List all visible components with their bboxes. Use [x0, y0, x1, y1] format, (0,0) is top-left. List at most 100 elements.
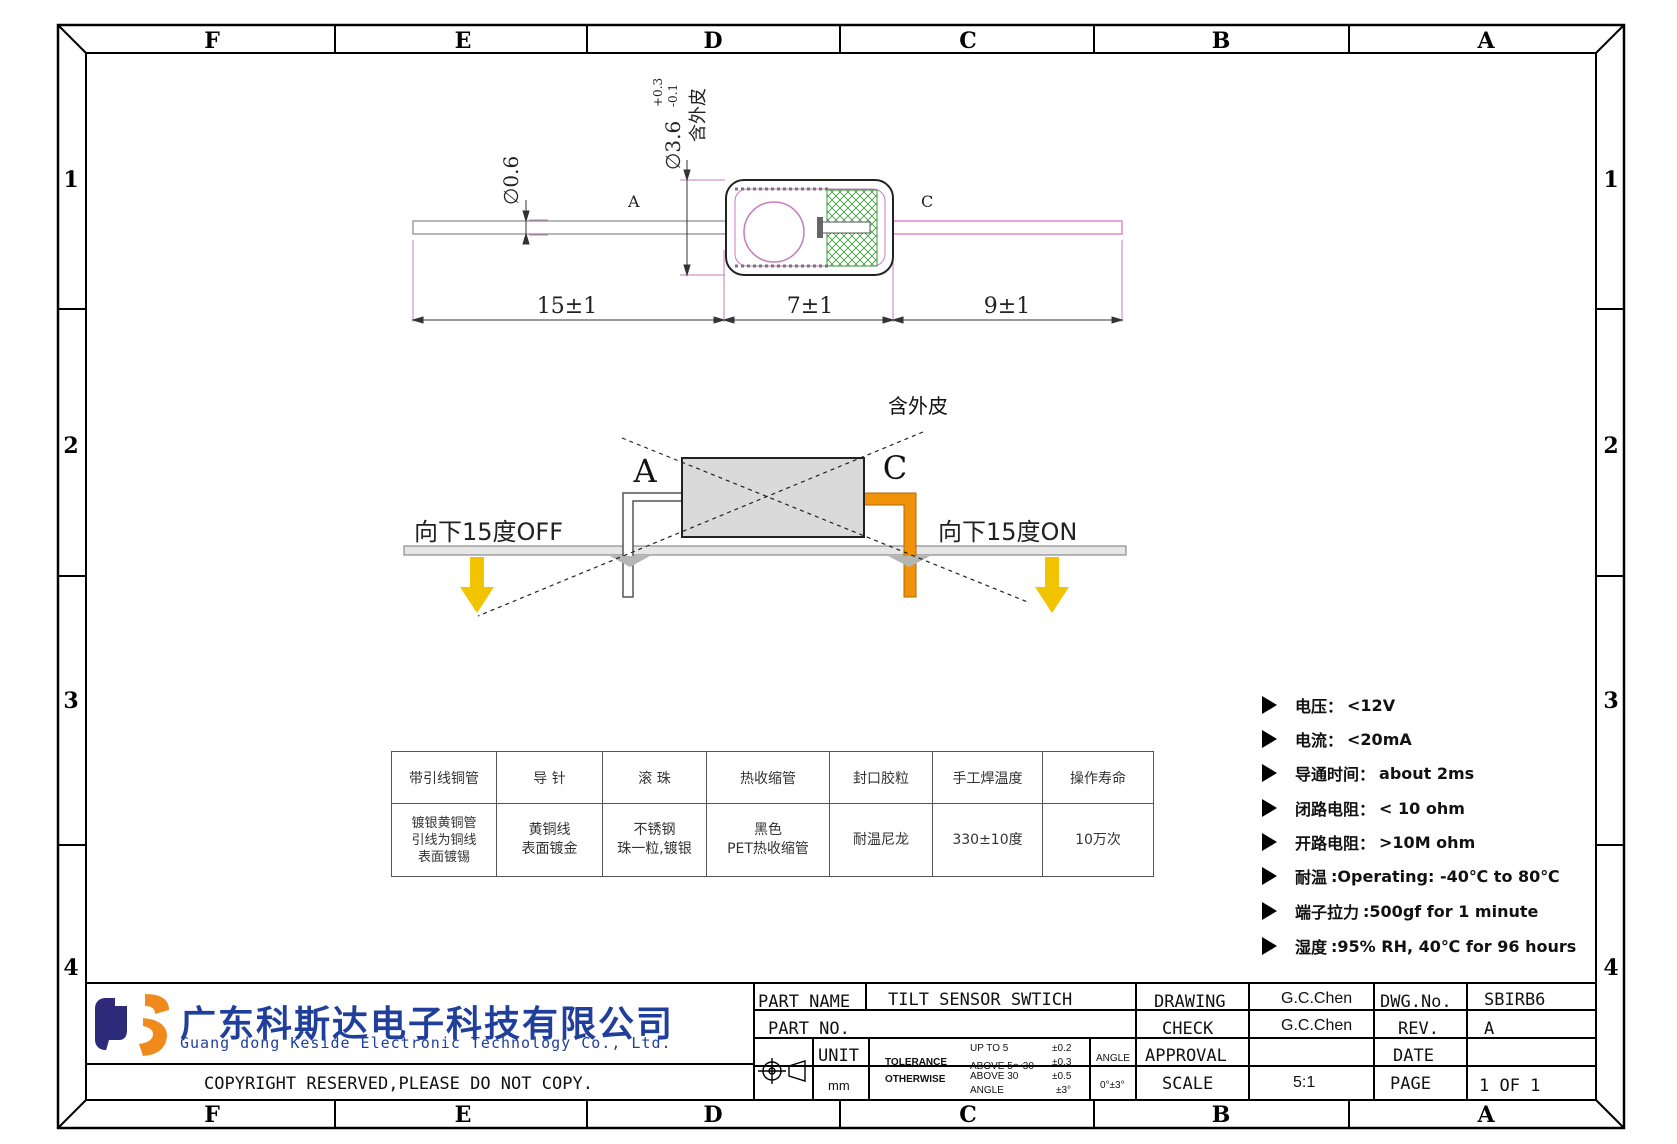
copyright-notice: COPYRIGHT RESERVED,PLEASE DO NOT COPY. — [204, 1074, 593, 1094]
materials-header-cell: 手工焊温度 — [932, 751, 1043, 804]
body-tolerance-plus: +0.3 — [651, 78, 665, 107]
rev-value: A — [1484, 1019, 1495, 1039]
tolerance-range: ANGLE — [970, 1085, 1004, 1096]
scale-label: SCALE — [1162, 1074, 1214, 1094]
bullet-triangle-icon — [1262, 833, 1277, 851]
terminal-c-label: C — [921, 192, 933, 211]
bullet-triangle-icon — [1262, 867, 1277, 885]
tolerance-value: ±3° — [1056, 1085, 1072, 1096]
materials-value-cell: 不锈钢珠一粒,镀银 — [602, 803, 707, 877]
company-name-en: Guang dong Keside Electronic Technology … — [180, 1034, 672, 1052]
spec-item: 耐温:Operating: -40℃ to 80℃ — [1262, 862, 1560, 890]
bullet-triangle-icon — [1262, 696, 1277, 714]
tilt-sleeve-note: 含外皮 — [888, 394, 948, 418]
bullet-triangle-icon — [1262, 764, 1277, 782]
zone-letter-top: C — [959, 28, 977, 54]
zone-letter-bottom: A — [1476, 1102, 1495, 1128]
materials-header-cell: 带引线铜管 — [391, 751, 497, 804]
spec-item: 导通时间：about 2ms — [1262, 759, 1474, 787]
spec-item: 端子拉力:500gf for 1 minute — [1262, 897, 1538, 925]
tolerance-value: ±0.2 — [1052, 1043, 1072, 1054]
materials-header-cell: 操作寿命 — [1042, 751, 1154, 804]
materials-header-cell: 热收缩管 — [706, 751, 830, 804]
zone-letter-top: D — [703, 28, 722, 54]
tilt-terminal-c-label: C — [883, 449, 907, 487]
zone-number-left: 2 — [63, 433, 78, 459]
zone-letter-top: A — [1476, 28, 1495, 54]
zone-number-left: 3 — [63, 688, 78, 714]
approval-label: APPROVAL — [1145, 1046, 1227, 1066]
projection-symbol-icon — [758, 1058, 806, 1084]
check-label: CHECK — [1162, 1019, 1214, 1039]
body-diameter-label: ∅3.6 — [661, 121, 685, 170]
part-name-value: TILT SENSOR SWTICH — [888, 990, 1073, 1010]
dim-lead-c-length: 9±1 — [984, 294, 1030, 319]
rev-label: REV. — [1398, 1019, 1439, 1039]
bullet-triangle-icon — [1262, 902, 1277, 920]
part-name-label: PART NAME — [758, 992, 851, 1012]
zone-letter-bottom: D — [703, 1102, 722, 1128]
zone-number-right: 2 — [1603, 433, 1618, 459]
materials-value-cell: 黄铜线表面镀金 — [496, 803, 603, 877]
lead-diameter-label: ∅0.6 — [499, 156, 523, 205]
tolerance-otherwise-label: OTHERWISE — [885, 1074, 946, 1085]
zone-number-left: 4 — [63, 955, 78, 981]
materials-header-row: 带引线铜管 导 针 滚 珠 热收缩管 封口胶粒 手工焊温度 操作寿命 — [391, 751, 1154, 804]
dim-body-length: 7±1 — [787, 294, 833, 319]
tilt-on-label: 向下15度ON — [938, 518, 1077, 546]
angle-label: ANGLE — [1096, 1053, 1130, 1064]
dwg-no-value: SBIRB6 — [1484, 990, 1546, 1010]
drawing-value: G.C.Chen — [1281, 990, 1353, 1007]
date-label: DATE — [1393, 1046, 1434, 1066]
spec-item: 闭路电阻：< 10 ohm — [1262, 794, 1465, 822]
unit-value: mm — [828, 1078, 850, 1093]
tolerance-value: ±0.5 — [1052, 1071, 1072, 1082]
spec-item: 电流：<20mA — [1262, 725, 1412, 753]
dwg-no-label: DWG.No. — [1380, 992, 1452, 1012]
materials-value-cell: 耐温尼龙 — [829, 803, 933, 877]
terminal-a-label: A — [627, 192, 640, 211]
check-value: G.C.Chen — [1281, 1017, 1353, 1034]
tolerance-value: ±0.3 — [1052, 1057, 1072, 1068]
zone-letter-top: B — [1212, 28, 1231, 54]
zone-letter-top: E — [455, 28, 472, 54]
spec-item: 电压：<12V — [1262, 691, 1395, 719]
body-tolerance-minus: -0.1 — [666, 84, 680, 107]
bullet-triangle-icon — [1262, 799, 1277, 817]
zone-number-left: 1 — [63, 167, 78, 193]
zone-letter-bottom: C — [959, 1102, 977, 1128]
materials-header-cell: 封口胶粒 — [829, 751, 933, 804]
zone-letter-top: F — [204, 28, 220, 54]
company-logo-icon — [95, 992, 169, 1056]
unit-label: UNIT — [818, 1046, 859, 1066]
page-label: PAGE — [1390, 1074, 1431, 1094]
body-sleeve-note: 含外皮 — [688, 88, 709, 142]
tilt-off-label: 向下15度OFF — [414, 518, 563, 546]
drawing-label: DRAWING — [1154, 992, 1226, 1012]
spec-item: 湿度:95% RH, 40℃ for 96 hours — [1262, 932, 1576, 960]
spec-item: 开路电阻：>10M ohm — [1262, 828, 1475, 856]
part-no-label: PART NO. — [768, 1019, 850, 1039]
tolerance-range: UP TO 5 — [970, 1043, 1009, 1054]
angle-value: 0°±3° — [1100, 1080, 1125, 1091]
materials-value-cell: 330±10度 — [932, 803, 1043, 877]
materials-value-cell: 10万次 — [1042, 803, 1154, 877]
scale-value: 5:1 — [1293, 1074, 1316, 1091]
company-name-cn: 广东科斯达电子科技有限公司 — [180, 1004, 675, 1045]
zone-letter-bottom: B — [1212, 1102, 1231, 1128]
zone-number-right: 3 — [1603, 688, 1618, 714]
zone-number-right: 1 — [1603, 167, 1618, 193]
materials-value-cell: 镀银黄铜管引线为铜线表面镀锡 — [391, 803, 497, 877]
materials-header-cell: 滚 珠 — [602, 751, 707, 804]
zone-number-right: 4 — [1603, 955, 1618, 981]
materials-table: 带引线铜管 导 针 滚 珠 热收缩管 封口胶粒 手工焊温度 操作寿命 镀银黄铜管… — [391, 751, 1154, 877]
tilt-terminal-a-label: A — [632, 452, 657, 490]
tolerance-range: ABOVE 30 — [970, 1071, 1019, 1082]
dim-lead-a-length: 15±1 — [537, 294, 597, 319]
